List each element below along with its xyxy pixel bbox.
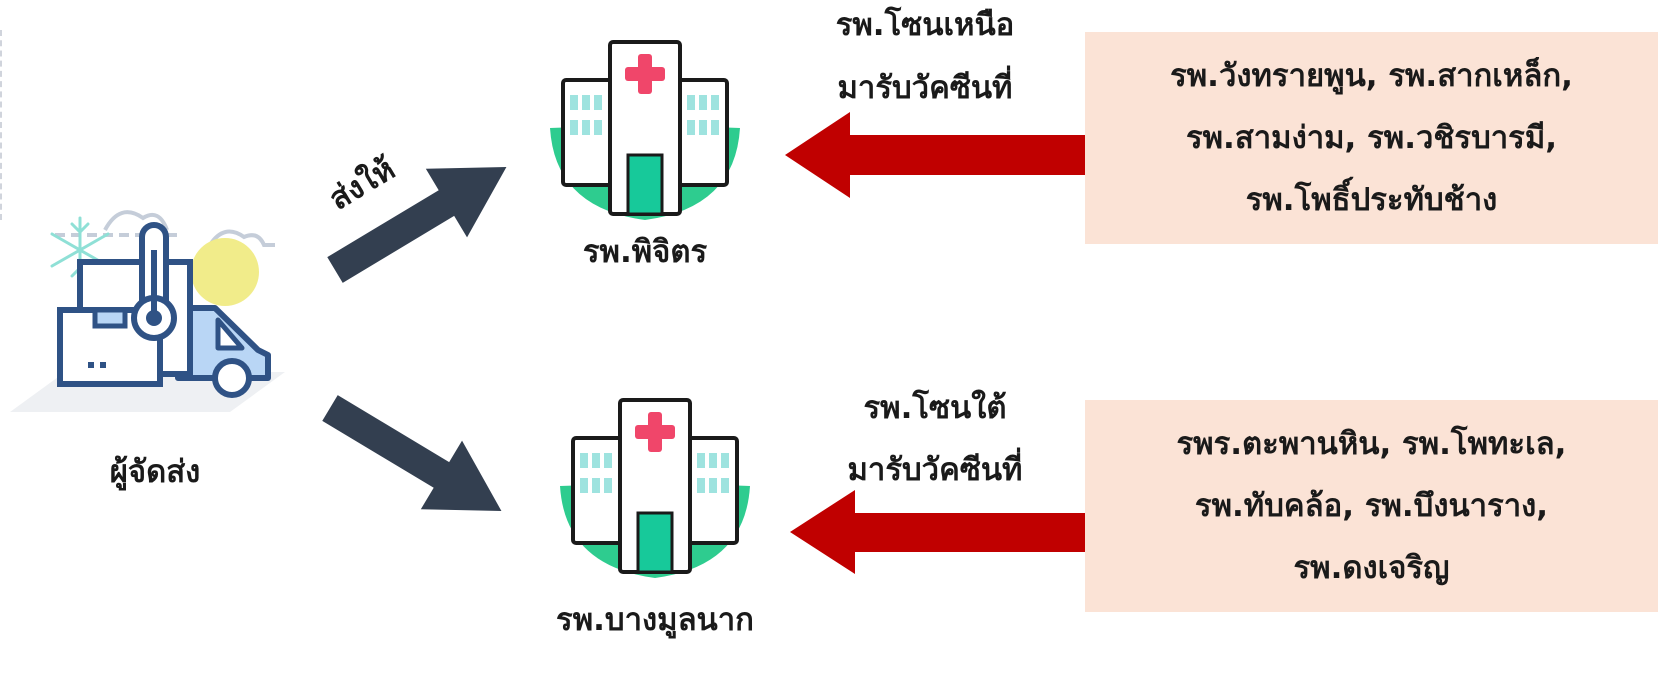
south-source-box: รพร.ตะพานหิน, รพ.โพทะเล, รพ.ทับคล้อ, รพ.…: [1085, 400, 1658, 612]
supplier-label: ผู้จัดส่ง: [109, 454, 201, 490]
hospital-icon: [550, 40, 740, 220]
zone-north-title: รพ.โซนเหนือ: [835, 7, 1015, 43]
south-source-line: รพ.ทับคล้อ, รพ.บึงนาราง,: [1194, 488, 1549, 524]
hospital-name-top: รพ.พิจิตร: [582, 234, 708, 270]
zone-south-title: รพ.โซนใต้: [863, 390, 1007, 426]
zone-south-subtitle: มารับวัคซีนที่: [847, 452, 1023, 488]
north-source-line: รพ.โพธิ์ประทับช้าง: [1245, 182, 1498, 218]
hospital-icon: [560, 398, 750, 578]
north-source-line: รพ.วังทรายพูน, รพ.สากเหล็ก,: [1170, 58, 1573, 94]
south-source-line: รพ.ดงเจริญ: [1293, 550, 1450, 586]
zone-north-subtitle: มารับวัคซีนที่: [837, 70, 1013, 106]
edge-dashes: [0, 30, 4, 220]
north-source-box: รพ.วังทรายพูน, รพ.สากเหล็ก, รพ.สามง่าม, …: [1085, 32, 1658, 244]
south-source-line: รพร.ตะพานหิน, รพ.โพทะเล,: [1176, 426, 1567, 462]
north-source-line: รพ.สามง่าม, รพ.วชิรบารมี,: [1185, 120, 1558, 156]
hospital-name-bottom: รพ.บางมูลนาก: [556, 602, 754, 638]
cold-chain-truck-icon: [10, 210, 285, 412]
